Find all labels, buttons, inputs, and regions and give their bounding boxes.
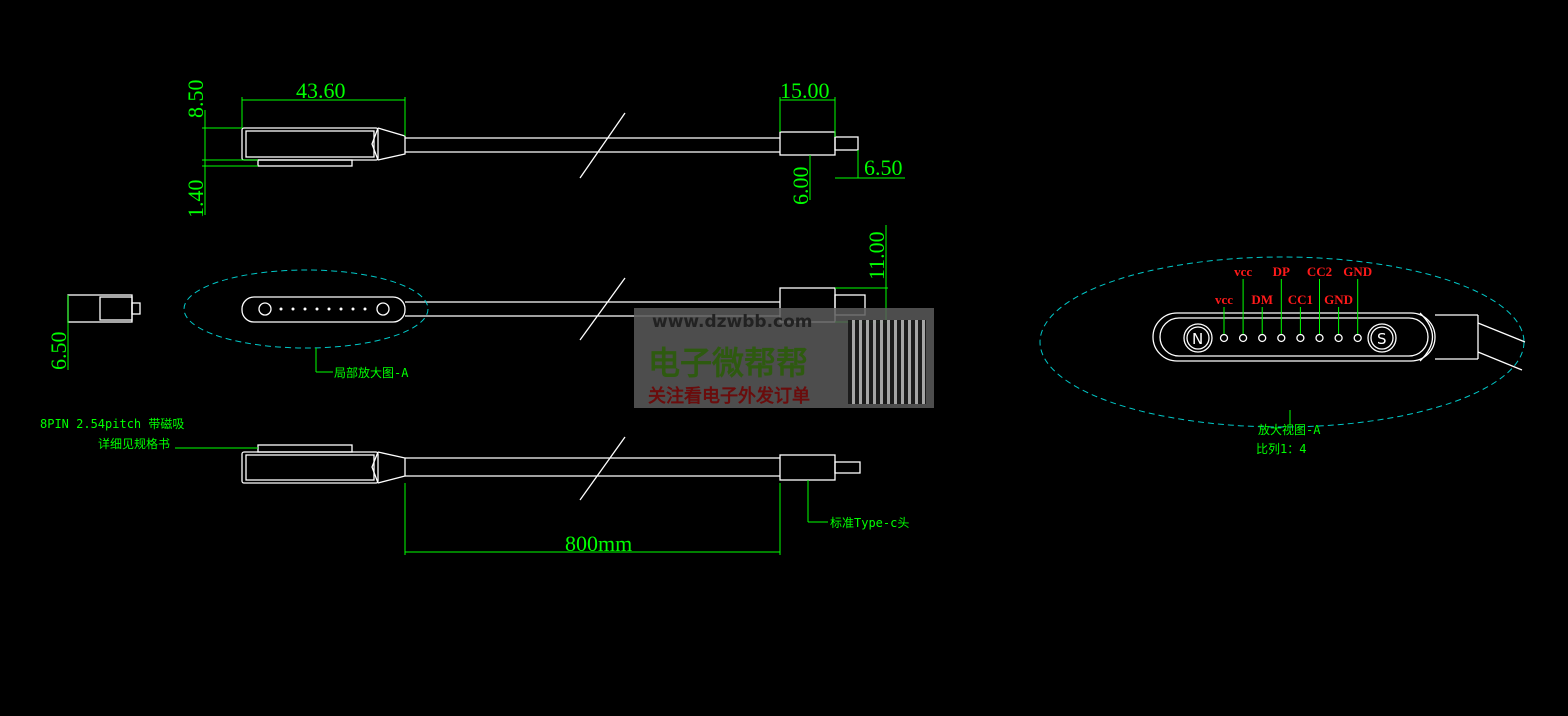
watermark: www.dzwbb.com 电子微帮帮 关注看电子外发订单	[634, 308, 934, 408]
detail-boundary-small	[183, 269, 429, 349]
dim-pin-offset: 1.40	[183, 180, 208, 219]
dim-top-height: 8.50	[183, 80, 208, 119]
dim-typec-length: 15.00	[780, 78, 830, 103]
pin-contact	[1353, 333, 1362, 343]
dim-side-height: 6.50	[46, 332, 71, 371]
pin-contact	[1219, 333, 1229, 343]
pin-contact	[1258, 333, 1267, 343]
pin-label: DM	[1251, 292, 1273, 307]
detail-title: 放大视图-A	[1258, 422, 1321, 437]
detail-scale: 比列1：4	[1256, 442, 1306, 456]
typec-note: 标准Type-c头	[830, 516, 909, 530]
detail-ref-label: 局部放大图-A	[334, 365, 409, 380]
qr-code-icon	[848, 320, 926, 404]
pin-label: CC1	[1288, 292, 1313, 307]
north-pole-label: N	[1192, 330, 1203, 348]
south-pole-label: S	[1377, 330, 1387, 348]
pin-spec-line2: 详细见规格书	[98, 436, 170, 451]
dim-cable-length: 800mm	[565, 531, 632, 556]
pin-spec-line1: 8PIN 2.54pitch 带磁吸	[40, 416, 184, 431]
dim-typec-width: 11.00	[864, 231, 889, 280]
bottom-view: 8PIN 2.54pitch 带磁吸 详细见规格书 800mm 标准Type-c…	[40, 416, 909, 556]
watermark-brand: 电子微帮帮	[648, 344, 809, 382]
watermark-slogan: 关注看电子外发订单	[648, 386, 810, 407]
pin-contact	[1296, 333, 1305, 343]
pin-label: vcc	[1215, 292, 1233, 307]
pin-contact	[1334, 333, 1343, 343]
pin-label: DP	[1273, 264, 1290, 279]
dim-typec-height: 6.00	[788, 167, 813, 206]
pin-label: GND	[1343, 264, 1372, 279]
pin-contact	[1277, 333, 1286, 343]
pin-contact	[1238, 333, 1248, 343]
pin-label: GND	[1324, 292, 1353, 307]
pin-label: CC2	[1307, 264, 1332, 279]
top-view: 43.60 8.50 1.40 15.00 6.00 6.50	[183, 78, 905, 218]
pin-contact	[1315, 333, 1324, 343]
pin-label: vcc	[1234, 264, 1252, 279]
watermark-url: www.dzwbb.com	[652, 312, 813, 332]
dim-typec-tip: 6.50	[864, 155, 903, 180]
dim-top-length: 43.60	[296, 78, 346, 103]
front-view: 6.50 11.00 局部放大图-A	[46, 225, 889, 380]
